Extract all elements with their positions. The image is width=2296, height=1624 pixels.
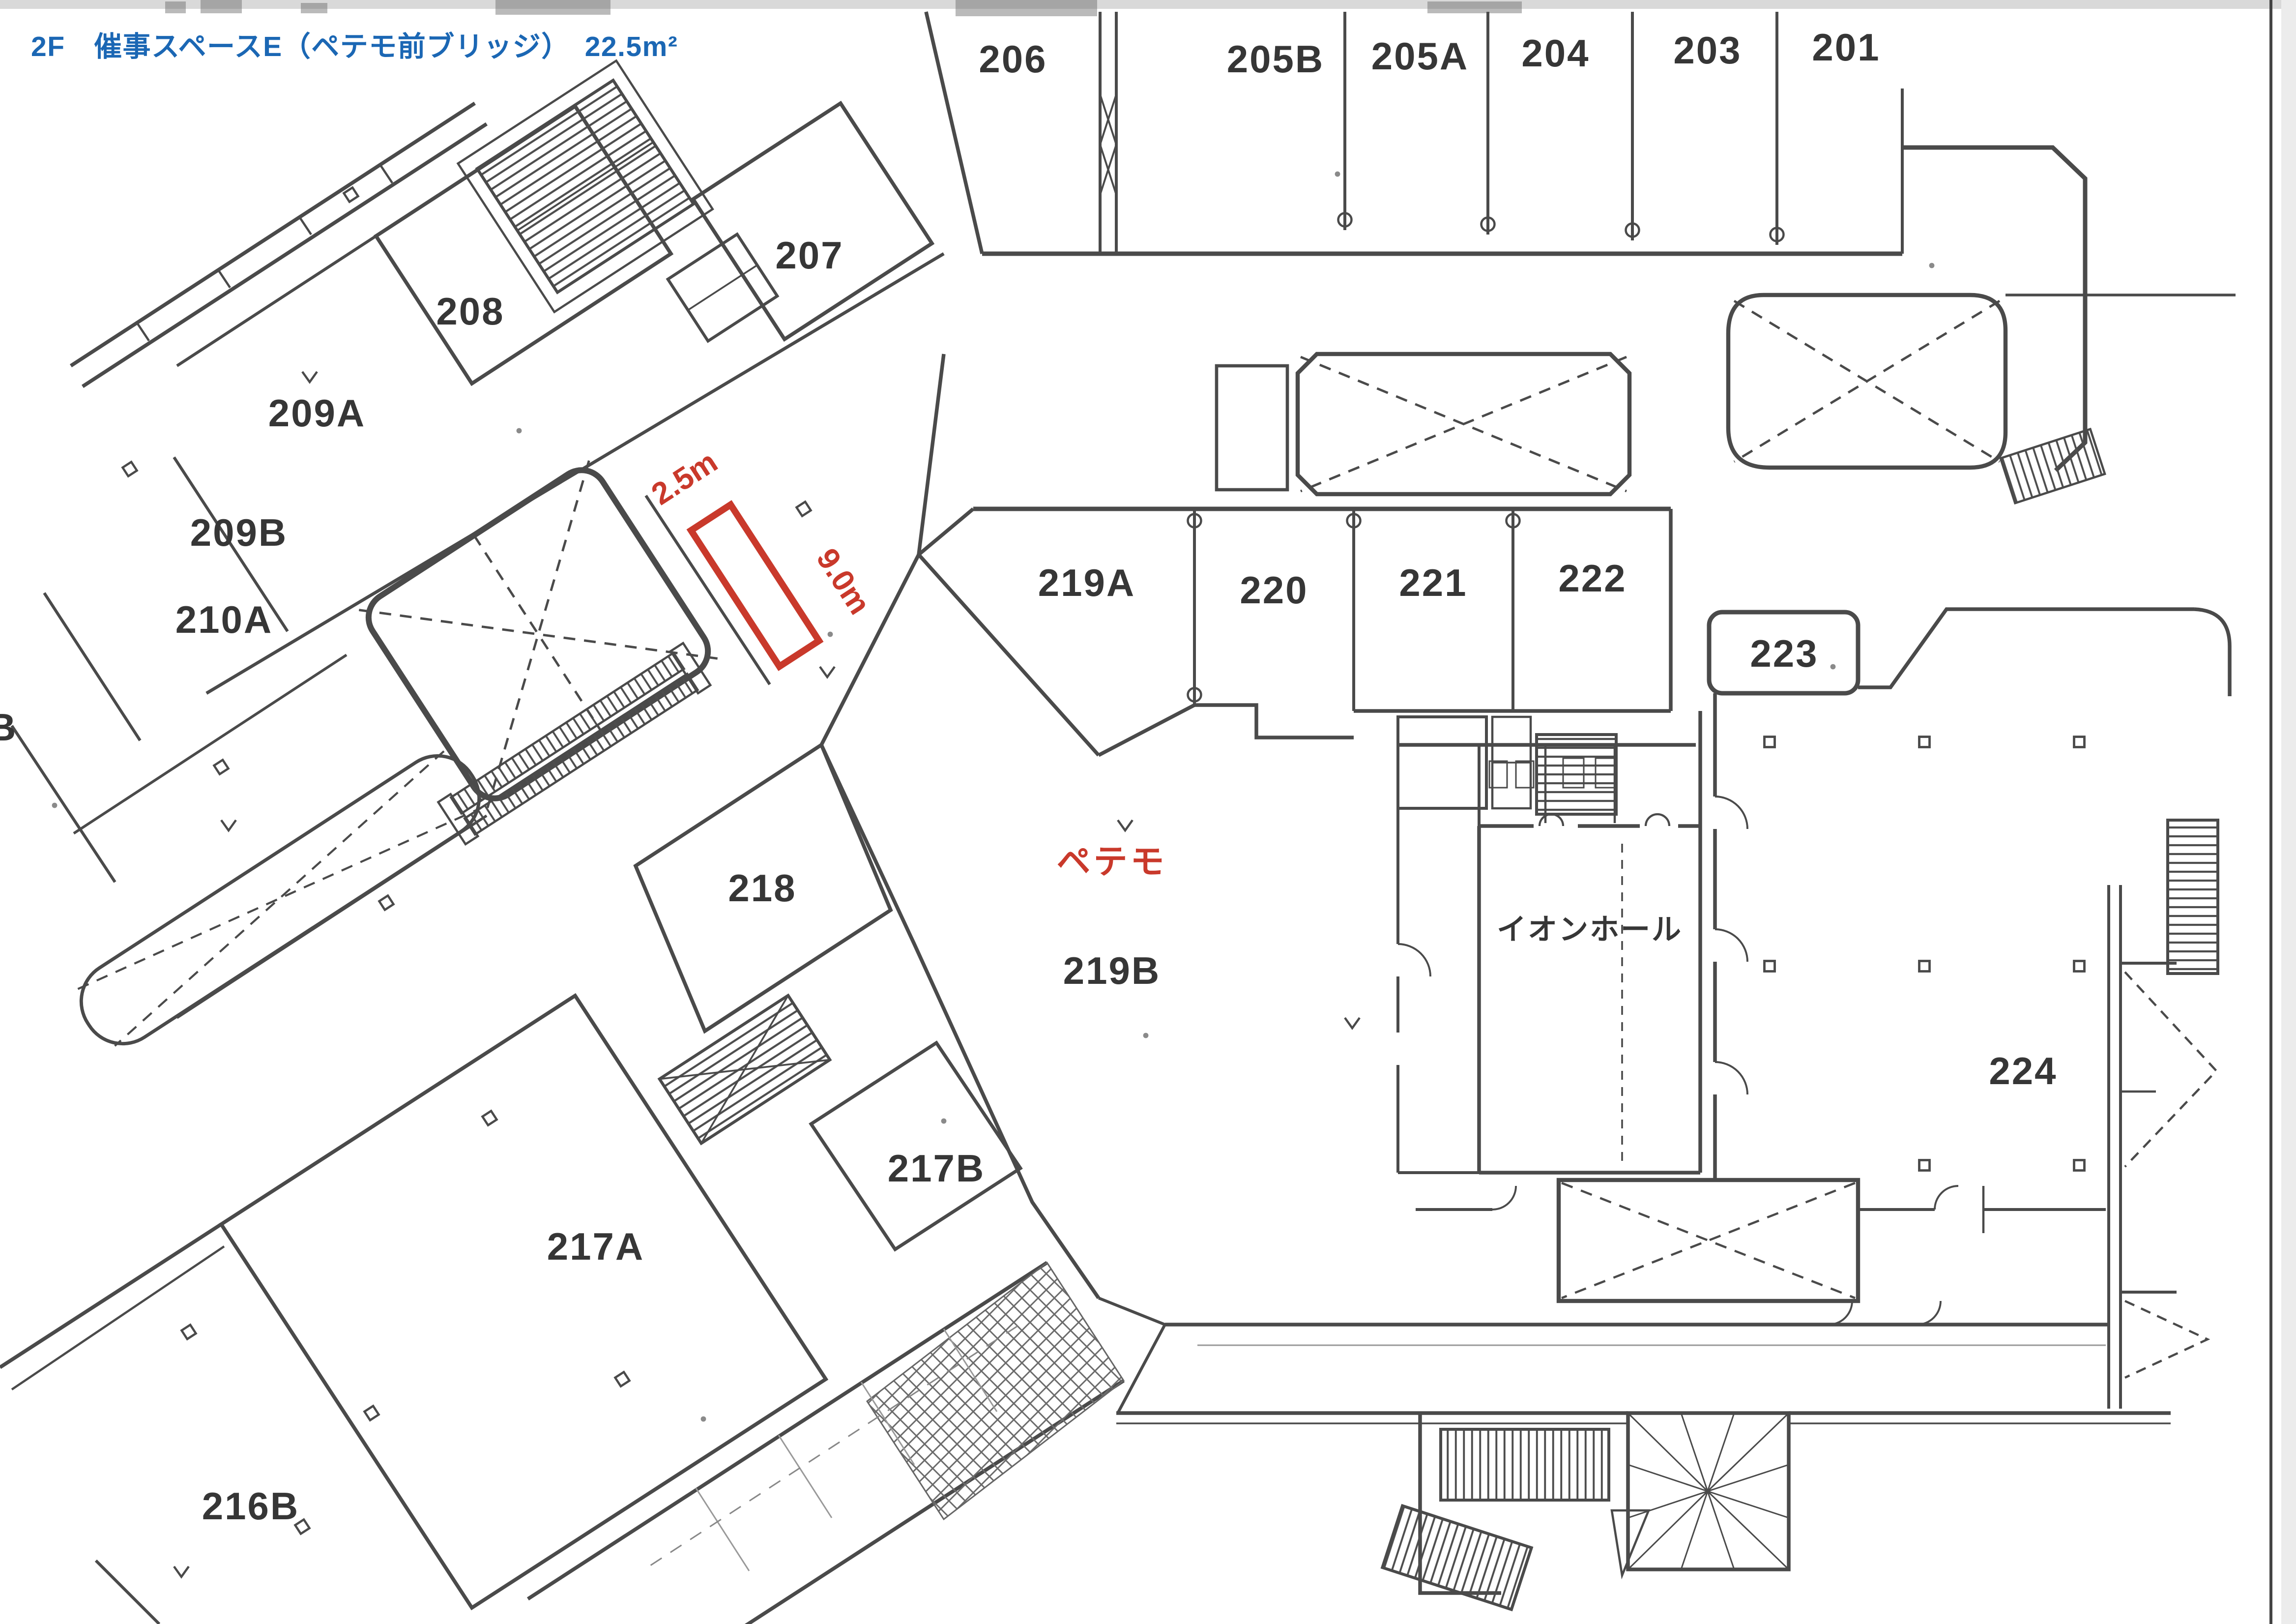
escalators (436, 641, 712, 846)
stair-top-left (456, 59, 714, 314)
row-219a-222-walls (917, 354, 1673, 816)
void-top-middle (1215, 352, 1632, 497)
dimension-depth-label: 9.0m (810, 542, 877, 620)
stair-corridor-left (1380, 1413, 1651, 1612)
room-label-222: 222 (1558, 557, 1627, 600)
room-223-224-walls (1707, 607, 2232, 1409)
door-swing-right-upper (2124, 971, 2218, 1168)
room-label-208: 208 (436, 290, 504, 333)
room-label-209b: 209B (190, 511, 288, 554)
room-label-210a: 210A (175, 598, 273, 641)
column-diamonds (121, 186, 813, 1535)
room-207-outline (690, 100, 935, 342)
stair-217-218 (657, 993, 832, 1146)
stair-right-edge (2166, 819, 2219, 975)
room-label-205a: 205A (1371, 34, 1469, 78)
door-ticks (173, 371, 1361, 1579)
room-label-221: 221 (1399, 561, 1467, 604)
room-label-206: 206 (979, 37, 1047, 81)
room-label-223: 223 (1750, 632, 1818, 675)
room-label-207: 207 (775, 234, 843, 277)
scan-specks (52, 171, 1935, 1422)
void-top-right (1726, 293, 2236, 505)
room-label-216b: 216B (202, 1484, 299, 1528)
event-space-highlight (686, 500, 824, 671)
room-label-218: 218 (728, 866, 796, 910)
left-wing-walls (0, 59, 1361, 1624)
room-label-224: 224 (1989, 1049, 2057, 1093)
room-217b-outline (809, 1040, 1023, 1252)
corridor-bridge-walls (526, 1261, 2171, 1624)
event-space (686, 500, 824, 671)
room-label-205b: 205B (1227, 37, 1324, 81)
room-217a-outline (218, 993, 829, 1611)
room-label-220: 220 (1240, 568, 1308, 612)
room-label-204: 204 (1521, 31, 1590, 75)
room-218-outline (633, 742, 893, 1034)
room-label-edge-partial: B (0, 706, 17, 749)
spiral-stair (1626, 1411, 1791, 1571)
page-title: 2F 催事スペースE（ペテモ前ブリッジ） 22.5m² (31, 31, 678, 62)
restroom-fixtures (1488, 757, 1617, 789)
room-label-217a: 217A (547, 1225, 644, 1268)
door-swing-right-lower (2124, 1299, 2210, 1379)
tenant-label-petemo: ペテモ (1057, 843, 1167, 881)
column-markers-224 (1763, 736, 2086, 1172)
floorplan-labels: 2F 催事スペースE（ペテモ前ブリッジ） 22.5m² 206 205B 205… (0, 26, 2057, 1528)
room-label-209a: 209A (268, 391, 366, 435)
top-room-row-walls (924, 11, 2088, 472)
room-label-219a: 219A (1038, 561, 1135, 604)
room-label-ion-hall: イオンホール (1497, 913, 1683, 946)
bridge-hatch-junction (866, 1261, 1125, 1521)
stair-under-222 (1535, 733, 1618, 816)
room-label-203: 203 (1673, 29, 1742, 72)
floorplan-walls (0, 11, 2236, 1624)
room-223-label-box (1707, 610, 1860, 696)
dimension-width-label: 2.5m (645, 444, 724, 512)
void-below-hall (1556, 1178, 1860, 1303)
room-label-201: 201 (1812, 26, 1880, 69)
room-label-217b: 217B (888, 1147, 985, 1190)
petemo-hall-walls (819, 554, 2106, 1303)
void-left-strip (77, 750, 482, 1047)
room-label-219b: 219B (1063, 949, 1161, 992)
